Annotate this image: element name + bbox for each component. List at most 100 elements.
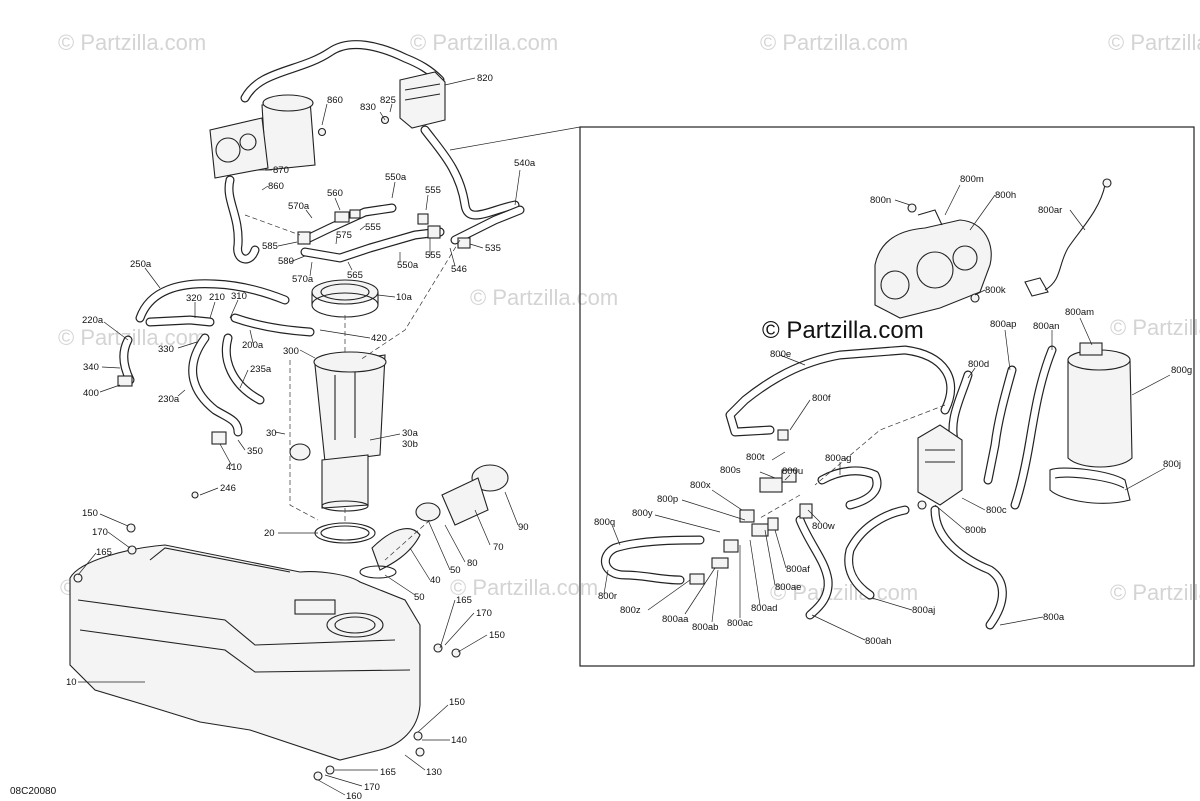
callout-800an[interactable]: 800an: [1033, 321, 1059, 332]
callout-800ab[interactable]: 800ab: [692, 622, 718, 633]
callout-825[interactable]: 825: [380, 95, 396, 106]
callout-860b[interactable]: 860: [268, 181, 284, 192]
callout-170b[interactable]: 170: [476, 608, 492, 619]
callout-30[interactable]: 30: [266, 428, 277, 439]
diagram-code: 08C20080: [10, 786, 57, 797]
callout-800g[interactable]: 800g: [1171, 365, 1192, 376]
callout-800ad[interactable]: 800ad: [751, 603, 777, 614]
callout-165c[interactable]: 165: [380, 767, 396, 778]
watermark-layer: © Partzilla.com © Partzilla.com © Partzi…: [58, 30, 1200, 605]
callout-800r[interactable]: 800r: [598, 591, 617, 602]
callout-800w[interactable]: 800w: [812, 521, 835, 532]
callout-800a[interactable]: 800a: [1043, 612, 1065, 623]
callout-220a[interactable]: 220a: [82, 315, 104, 326]
callout-800k[interactable]: 800k: [985, 285, 1006, 296]
callout-230a[interactable]: 230a: [158, 394, 180, 405]
callout-800n[interactable]: 800n: [870, 195, 891, 206]
callout-800am[interactable]: 800am: [1065, 307, 1094, 318]
callout-150[interactable]: 150: [82, 508, 98, 519]
callout-585[interactable]: 585: [262, 241, 278, 252]
callout-540a[interactable]: 540a: [514, 158, 536, 169]
callout-800y[interactable]: 800y: [632, 508, 653, 519]
watermark: © Partzilla.com: [470, 285, 618, 310]
callout-800ar[interactable]: 800ar: [1038, 205, 1062, 216]
callout-546[interactable]: 546: [451, 264, 467, 275]
callout-800aa[interactable]: 800aa: [662, 614, 689, 625]
callout-30a[interactable]: 30a: [402, 428, 419, 439]
callout-340[interactable]: 340: [83, 362, 99, 373]
callout-580[interactable]: 580: [278, 256, 294, 267]
callout-80[interactable]: 80: [467, 558, 478, 569]
callout-246[interactable]: 246: [220, 483, 236, 494]
callout-820[interactable]: 820: [477, 73, 493, 84]
callout-800af[interactable]: 800af: [786, 564, 810, 575]
callout-800c[interactable]: 800c: [986, 505, 1007, 516]
callout-330[interactable]: 330: [158, 344, 174, 355]
callout-150b[interactable]: 150: [489, 630, 505, 641]
callout-555c[interactable]: 555: [425, 250, 441, 261]
callout-150c[interactable]: 150: [449, 697, 465, 708]
callout-40[interactable]: 40: [430, 575, 441, 586]
callout-130[interactable]: 130: [426, 767, 442, 778]
callout-235a[interactable]: 235a: [250, 364, 272, 375]
callout-800ap[interactable]: 800ap: [990, 319, 1016, 330]
callout-30b[interactable]: 30b: [402, 439, 418, 450]
callout-800s[interactable]: 800s: [720, 465, 741, 476]
callout-320[interactable]: 320: [186, 293, 202, 304]
callout-410[interactable]: 410: [226, 462, 242, 473]
callout-50[interactable]: 50: [450, 565, 461, 576]
callout-170[interactable]: 170: [92, 527, 108, 538]
callout-200a[interactable]: 200a: [242, 340, 264, 351]
callout-800q[interactable]: 800q: [594, 517, 615, 528]
callout-800u[interactable]: 800u: [782, 466, 803, 477]
callout-800b[interactable]: 800b: [965, 525, 986, 536]
callout-310[interactable]: 310: [231, 291, 247, 302]
callout-555[interactable]: 555: [425, 185, 441, 196]
callout-565[interactable]: 565: [347, 270, 363, 281]
callout-800ah[interactable]: 800ah: [865, 636, 891, 647]
callout-10a[interactable]: 10a: [396, 292, 413, 303]
callout-170c[interactable]: 170: [364, 782, 380, 793]
callout-550a-b[interactable]: 550a: [397, 260, 419, 271]
callout-800m[interactable]: 800m: [960, 174, 984, 185]
callout-20[interactable]: 20: [264, 528, 275, 539]
callout-870[interactable]: 870: [273, 165, 289, 176]
callout-800x[interactable]: 800x: [690, 480, 711, 491]
callout-800ae[interactable]: 800ae: [775, 582, 801, 593]
callout-800ac[interactable]: 800ac: [727, 618, 753, 629]
callout-300[interactable]: 300: [283, 346, 299, 357]
callout-800aj[interactable]: 800aj: [912, 605, 935, 616]
callout-250a[interactable]: 250a: [130, 259, 152, 270]
callout-830[interactable]: 830: [360, 102, 376, 113]
callout-140[interactable]: 140: [451, 735, 467, 746]
callout-800j[interactable]: 800j: [1163, 459, 1181, 470]
callout-50b[interactable]: 50: [414, 592, 425, 603]
callout-535[interactable]: 535: [485, 243, 501, 254]
callout-570a[interactable]: 570a: [288, 201, 310, 212]
callout-800z[interactable]: 800z: [620, 605, 641, 616]
callout-800e[interactable]: 800e: [770, 349, 791, 360]
callout-800f[interactable]: 800f: [812, 393, 831, 404]
callout-165b[interactable]: 165: [456, 595, 472, 606]
callout-575[interactable]: 575: [336, 230, 352, 241]
callout-800p[interactable]: 800p: [657, 494, 678, 505]
callout-165[interactable]: 165: [96, 547, 112, 558]
callout-800d[interactable]: 800d: [968, 359, 989, 370]
callout-350[interactable]: 350: [247, 446, 263, 457]
callout-210[interactable]: 210: [209, 292, 225, 303]
callout-420[interactable]: 420: [371, 333, 387, 344]
callout-560[interactable]: 560: [327, 188, 343, 199]
callout-550a[interactable]: 550a: [385, 172, 407, 183]
callout-570a-b[interactable]: 570a: [292, 274, 314, 285]
callout-860[interactable]: 860: [327, 95, 343, 106]
callout-555b[interactable]: 555: [365, 222, 381, 233]
callout-400[interactable]: 400: [83, 388, 99, 399]
callout-800t[interactable]: 800t: [746, 452, 765, 463]
callout-160[interactable]: 160: [346, 791, 362, 801]
callout-70[interactable]: 70: [493, 542, 504, 553]
callout-800ag[interactable]: 800ag: [825, 453, 851, 464]
callout-800h[interactable]: 800h: [995, 190, 1016, 201]
watermark: © Partzilla.com: [1110, 315, 1200, 340]
callout-10[interactable]: 10: [66, 677, 77, 688]
callout-90[interactable]: 90: [518, 522, 529, 533]
